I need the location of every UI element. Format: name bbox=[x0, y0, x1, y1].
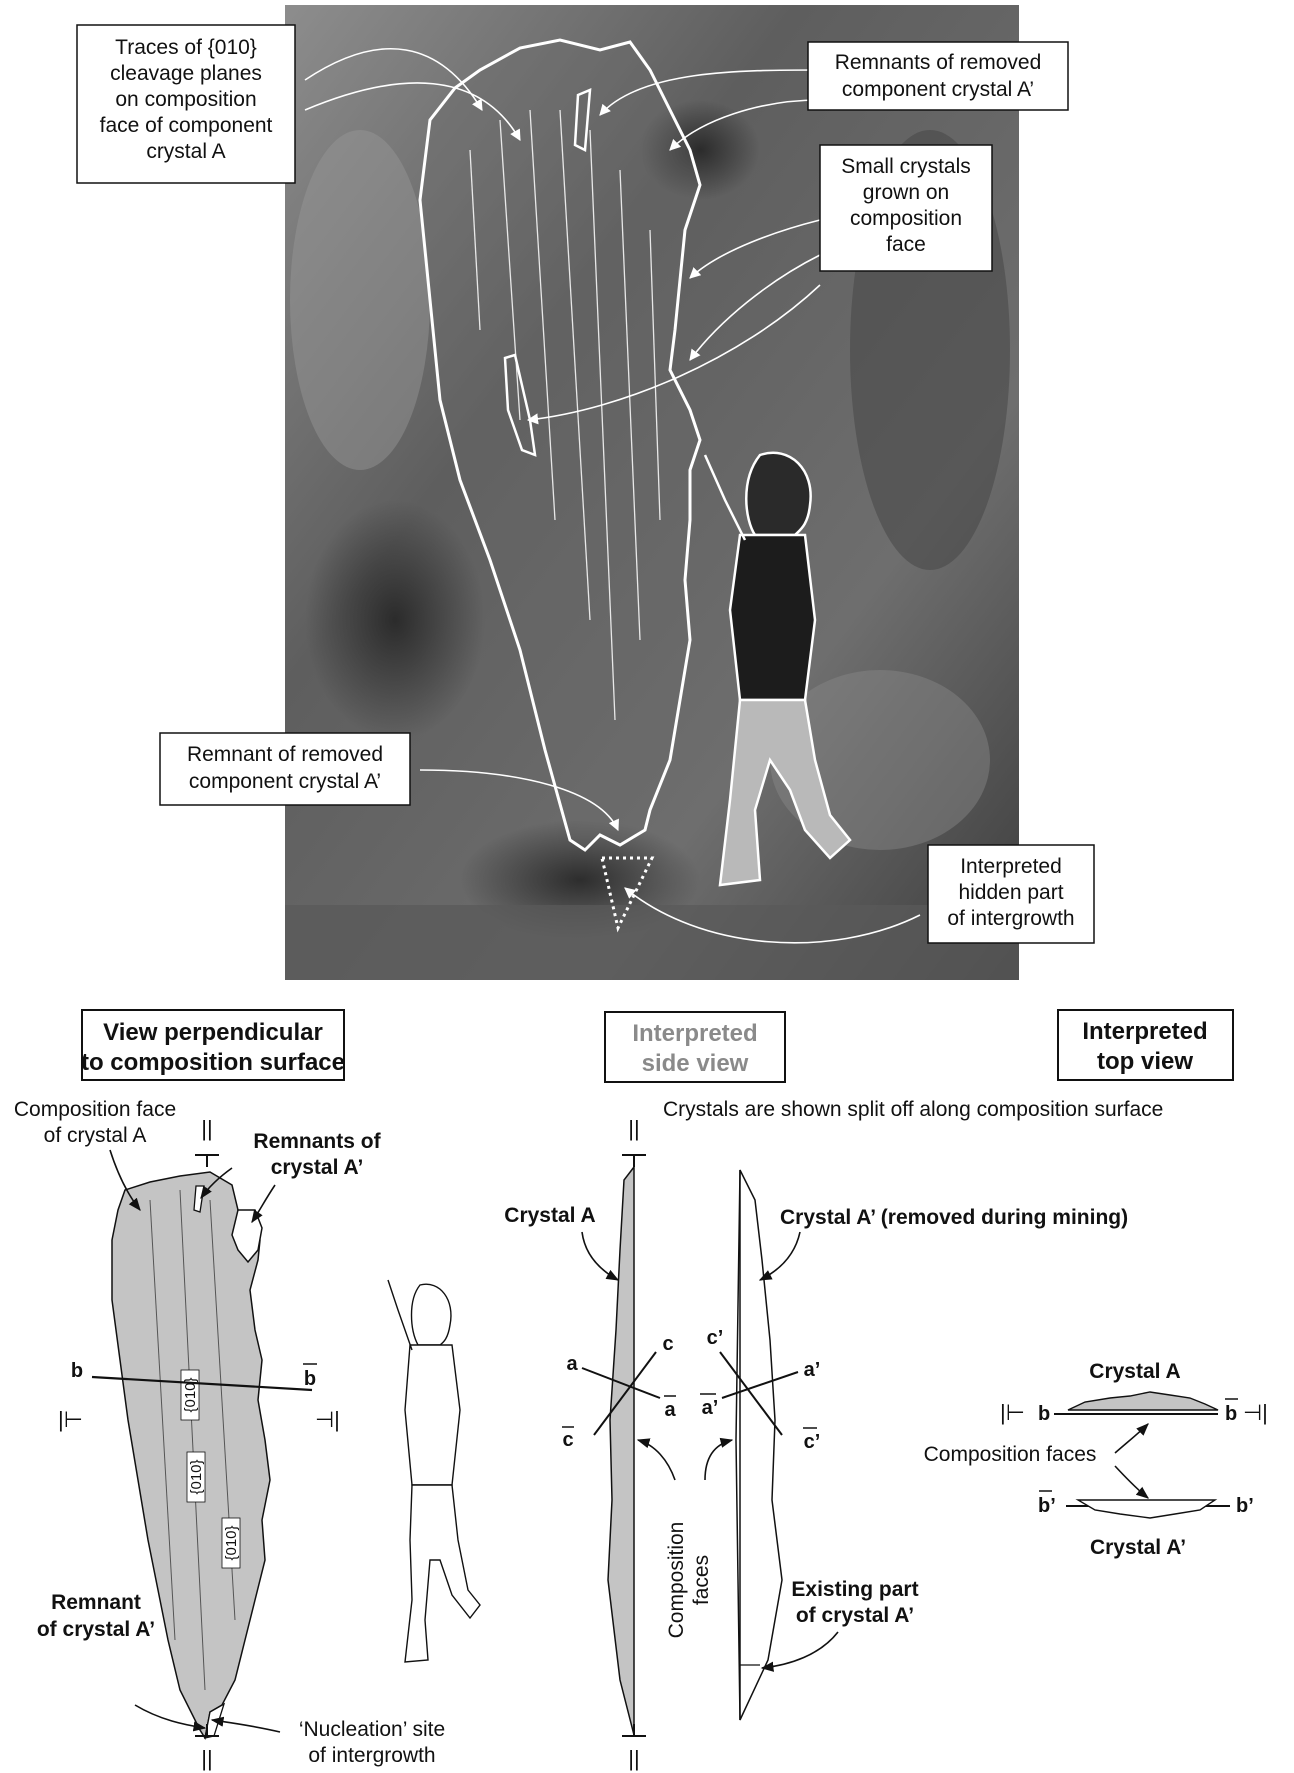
existing-part-label: Existing part bbox=[791, 1578, 918, 1601]
middle-panel: Interpreted side view Crystals are shown… bbox=[504, 1012, 1163, 1771]
left-header-line: View perpendicular bbox=[103, 1019, 323, 1046]
callout-traces-line: Traces of {010} bbox=[115, 36, 257, 59]
photo-texture bbox=[290, 130, 430, 470]
callout-hidden-line: of intergrowth bbox=[947, 907, 1074, 930]
axis-a-bar-label: a bbox=[664, 1399, 676, 1421]
callout-traces: Traces of {010} cleavage planes on compo… bbox=[77, 25, 295, 183]
person-sketch bbox=[388, 1280, 480, 1662]
axis-c-bar-label: c bbox=[562, 1429, 573, 1451]
b-bar-label: b bbox=[304, 1368, 316, 1390]
crystal-a-side bbox=[608, 1167, 634, 1735]
section-mark-left: |⊢ bbox=[1000, 1400, 1025, 1425]
top-crystal-a-shape bbox=[1068, 1392, 1218, 1410]
callout-traces-line: on composition bbox=[115, 88, 256, 111]
remnant-label: of crystal A’ bbox=[37, 1618, 155, 1641]
composition-face-label: Composition face bbox=[14, 1098, 176, 1121]
nucleation-label: ‘Nucleation’ site bbox=[299, 1718, 445, 1741]
photo: Traces of {010} cleavage planes on compo… bbox=[77, 5, 1094, 980]
right-header-line: Interpreted bbox=[1082, 1018, 1207, 1045]
composition-faces-label: faces bbox=[690, 1555, 713, 1605]
top-b-label: b bbox=[1038, 1403, 1050, 1425]
callout-remnants-line: Remnants of removed bbox=[835, 51, 1042, 74]
section-mark-bottom: || bbox=[201, 1746, 212, 1771]
top-b-prime-bar-label: b’ bbox=[1038, 1495, 1056, 1517]
top-b-bar-label: b bbox=[1225, 1403, 1237, 1425]
left-panel: View perpendicular to composition surfac… bbox=[14, 1010, 480, 1771]
callout-small-crystals-line: Small crystals bbox=[841, 155, 971, 178]
section-mark-bottom: || bbox=[628, 1746, 639, 1771]
composition-faces-label: Composition bbox=[665, 1522, 688, 1639]
section-mark-right: ⊣| bbox=[315, 1407, 340, 1432]
middle-header-line: Interpreted bbox=[632, 1020, 757, 1047]
callout-traces-line: cleavage planes bbox=[110, 62, 262, 85]
top-crystal-a-label: Crystal A bbox=[1089, 1360, 1180, 1383]
top-composition-faces-label: Composition faces bbox=[924, 1443, 1097, 1466]
callout-remnants-top: Remnants of removed component crystal A’ bbox=[808, 42, 1068, 110]
axis-c-prime-label: c’ bbox=[707, 1327, 724, 1349]
section-mark-right: ⊣| bbox=[1243, 1400, 1268, 1425]
existing-part-label: of crystal A’ bbox=[796, 1604, 914, 1627]
axis-a-prime-bar-label: a’ bbox=[702, 1397, 719, 1419]
composition-face-label: of crystal A bbox=[44, 1124, 147, 1147]
axis-c-prime-bar-label: c’ bbox=[804, 1431, 821, 1453]
cleavage-label: {010} bbox=[188, 1459, 205, 1494]
axis-c-label: c bbox=[662, 1333, 673, 1355]
left-header-line: to composition surface bbox=[81, 1049, 345, 1076]
axis-a-prime-label: a’ bbox=[804, 1359, 821, 1381]
right-header-line: top view bbox=[1097, 1048, 1193, 1075]
axis-a-label: a bbox=[566, 1353, 578, 1375]
remnants-label: crystal A’ bbox=[271, 1156, 364, 1179]
split-note: Crystals are shown split off along compo… bbox=[663, 1098, 1163, 1121]
callout-small-crystals-line: face bbox=[886, 233, 926, 256]
cleavage-label: {010} bbox=[223, 1525, 240, 1560]
callout-small-crystals: Small crystals grown on composition face bbox=[820, 145, 992, 271]
callout-hidden-line: hidden part bbox=[958, 881, 1063, 904]
callout-hidden-part: Interpreted hidden part of intergrowth bbox=[928, 845, 1094, 943]
remnants-label: Remnants of bbox=[253, 1130, 381, 1153]
photo-water bbox=[285, 905, 1019, 980]
callout-small-crystals-line: composition bbox=[850, 207, 962, 230]
middle-header-line: side view bbox=[642, 1050, 749, 1077]
top-arrows bbox=[1115, 1424, 1148, 1498]
callout-remnant-bottom-line: Remnant of removed bbox=[187, 743, 383, 766]
crystal-a-prime-side bbox=[736, 1170, 782, 1720]
top-crystal-a-prime-label: Crystal A’ bbox=[1090, 1536, 1186, 1559]
section-mark-top: || bbox=[628, 1116, 639, 1141]
callout-remnant-bottom: Remnant of removed component crystal A’ bbox=[160, 733, 410, 805]
nucleation-label: of intergrowth bbox=[308, 1744, 435, 1767]
section-mark-left: |⊢ bbox=[58, 1407, 83, 1432]
photo-texture bbox=[305, 500, 485, 740]
top-b-prime-label: b’ bbox=[1236, 1495, 1254, 1517]
crystal-a-prime-label: Crystal A’ (removed during mining) bbox=[780, 1206, 1128, 1229]
callout-small-crystals-line: grown on bbox=[863, 181, 949, 204]
callout-remnants-line: component crystal A’ bbox=[842, 78, 1034, 101]
right-panel: Interpreted top view Crystal A |⊢ b b ⊣|… bbox=[924, 1010, 1268, 1559]
callout-traces-line: face of component bbox=[100, 114, 273, 137]
top-crystal-a-prime-shape bbox=[1078, 1500, 1215, 1518]
callout-remnant-bottom-line: component crystal A’ bbox=[189, 770, 381, 793]
callout-traces-line: crystal A bbox=[146, 140, 225, 163]
crystal-a-label: Crystal A bbox=[504, 1204, 595, 1227]
b-label: b bbox=[71, 1360, 83, 1382]
callout-hidden-line: Interpreted bbox=[960, 855, 1062, 878]
remnant-label: Remnant bbox=[51, 1591, 141, 1614]
section-mark-top: || bbox=[201, 1116, 212, 1141]
